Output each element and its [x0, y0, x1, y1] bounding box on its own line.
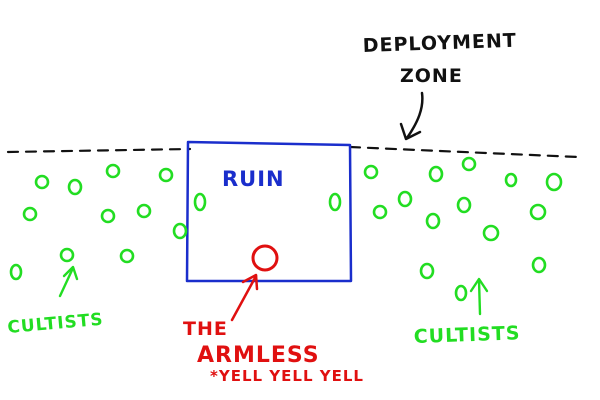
- cultist-model: [172, 222, 188, 240]
- cultist-model: [545, 172, 563, 192]
- cultist-model: [67, 178, 83, 196]
- cultist-model: [59, 247, 75, 263]
- cultist-model: [419, 262, 435, 280]
- cultists-right-arrowhead: [469, 277, 489, 293]
- armless-model: [251, 244, 279, 272]
- ruin-box: [185, 140, 353, 283]
- cultist-model: [34, 174, 50, 190]
- cultists-right-label: CULTISTS: [413, 322, 520, 348]
- cultist-model: [529, 203, 547, 221]
- cultist-model: [136, 203, 152, 219]
- cultist-model: [22, 206, 38, 222]
- cultist-model: [119, 248, 135, 264]
- armless-arrowhead: [241, 273, 259, 291]
- cultists-ruin-group: [193, 192, 342, 212]
- cultists-left-arrow: [58, 266, 75, 298]
- cultist-model: [456, 196, 472, 214]
- cultist-model: [397, 190, 413, 208]
- cultist-model: [193, 192, 207, 212]
- cultist-model: [454, 284, 468, 302]
- cultist-model: [100, 208, 116, 224]
- deployment-zone-label-line1: DEPLOYMENT: [362, 30, 517, 57]
- cultists-left-label: CULTISTS: [7, 310, 105, 338]
- armless-label-line1: THE: [183, 318, 228, 340]
- cultists-left-group: [9, 163, 188, 281]
- deployment-zone-line: [6, 145, 580, 159]
- cultist-model: [158, 167, 174, 183]
- armless-label-line2: ARMLESS: [197, 343, 320, 368]
- deployment-zone-label-line2: ZONE: [400, 65, 463, 87]
- cultist-model: [105, 163, 121, 179]
- cultist-model: [372, 204, 388, 220]
- armless-label-line3: *YELL YELL YELL: [210, 367, 364, 385]
- cultist-model: [363, 164, 379, 180]
- cultist-model: [428, 165, 444, 183]
- cultist-model: [461, 156, 477, 172]
- cultist-model: [482, 224, 500, 242]
- cultists-left-arrowhead: [62, 265, 79, 281]
- cultist-model: [531, 256, 547, 274]
- cultist-model: [504, 172, 518, 188]
- cultist-model: [328, 192, 342, 212]
- ruin-label: RUIN: [222, 167, 285, 191]
- cultists-right-group: [363, 156, 563, 302]
- cultist-model: [9, 263, 23, 281]
- cultist-model: [425, 212, 441, 230]
- armless-arrow: [230, 274, 258, 322]
- deployment-zone-arrowhead: [399, 122, 422, 141]
- deployment-zone-arrow: [405, 91, 424, 140]
- cultists-right-arrow: [477, 278, 482, 316]
